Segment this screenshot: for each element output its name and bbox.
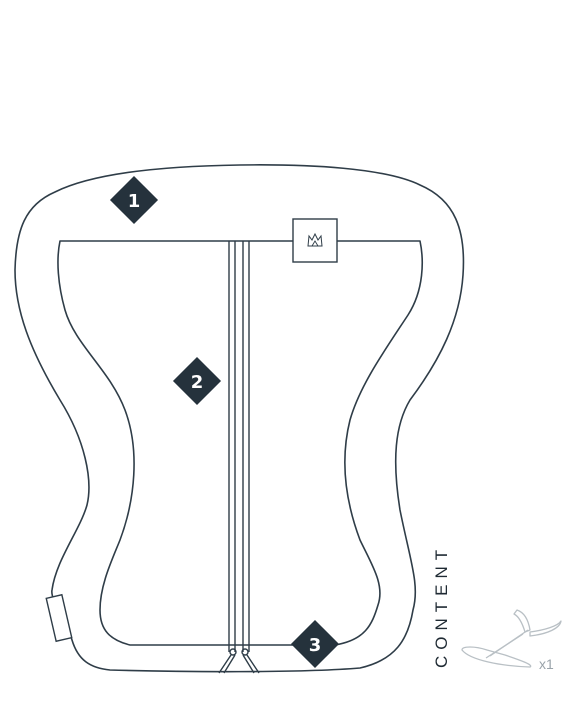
zipper [228, 241, 250, 652]
crown-logo-icon [307, 232, 323, 247]
brand-patch [292, 218, 338, 263]
bag-outer-outline [14, 164, 465, 673]
callout-number: 3 [309, 635, 322, 656]
bag-inner-panel [57, 240, 424, 646]
callout-marker-2: 2 [172, 356, 222, 406]
callout-number: 1 [128, 191, 141, 212]
hydrofoil-icon [461, 609, 562, 668]
callout-number: 2 [191, 372, 204, 393]
callout-marker-3: 3 [290, 619, 340, 669]
content-quantity: x1 [539, 656, 554, 672]
side-handle [45, 593, 73, 643]
content-label: CONTENT [432, 544, 451, 668]
zipper-pulls-icon [218, 648, 260, 674]
callout-marker-1: 1 [109, 175, 159, 225]
